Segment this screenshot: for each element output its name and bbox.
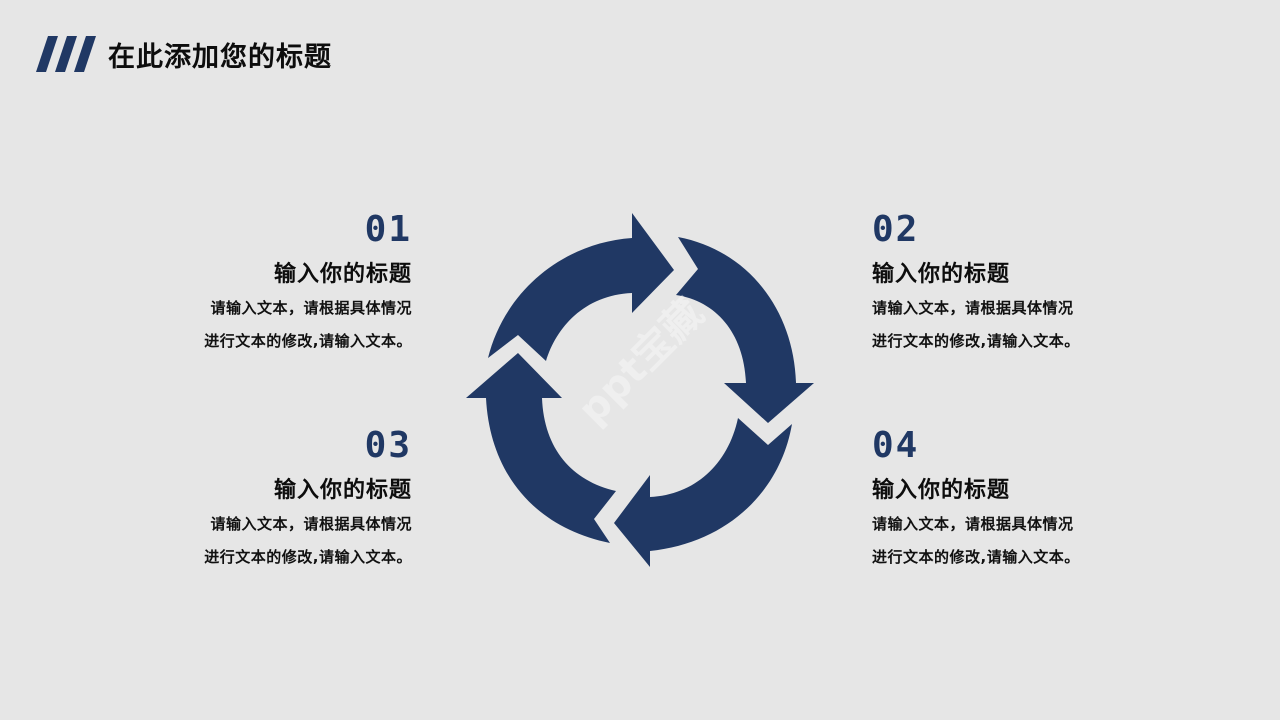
description-line: 进行文本的修改,请输入文本。 xyxy=(204,548,412,566)
step-description: 请输入文本，请根据具体情况 进行文本的修改,请输入文本。 xyxy=(142,508,412,574)
description-line: 进行文本的修改,请输入文本。 xyxy=(204,332,412,350)
description-line: 进行文本的修改,请输入文本。 xyxy=(872,548,1080,566)
description-line: 请输入文本，请根据具体情况 xyxy=(210,299,412,317)
step-03-block: 03 输入你的标题 请输入文本，请根据具体情况 进行文本的修改,请输入文本。 xyxy=(142,426,412,574)
step-number: 04 xyxy=(872,425,920,466)
step-number: 03 xyxy=(364,425,412,466)
step-title: 输入你的标题 xyxy=(273,478,412,503)
slide-header: 在此添加您的标题 xyxy=(36,34,332,74)
step-description: 请输入文本，请根据具体情况 进行文本的修改,请输入文本。 xyxy=(872,508,1142,574)
description-line: 进行文本的修改,请输入文本。 xyxy=(872,332,1080,350)
step-02-block: 02 输入你的标题 请输入文本，请根据具体情况 进行文本的修改,请输入文本。 xyxy=(872,210,1142,358)
slash-stripes-icon xyxy=(36,36,96,72)
step-01-block: 01 输入你的标题 请输入文本，请根据具体情况 进行文本的修改,请输入文本。 xyxy=(142,210,412,358)
cycle-arrow-icon xyxy=(466,353,616,543)
description-line: 请输入文本，请根据具体情况 xyxy=(210,515,412,533)
step-title: 输入你的标题 xyxy=(872,262,1011,287)
step-04-block: 04 输入你的标题 请输入文本，请根据具体情况 进行文本的修改,请输入文本。 xyxy=(872,426,1142,574)
step-title: 输入你的标题 xyxy=(872,478,1011,503)
description-line: 请输入文本，请根据具体情况 xyxy=(872,299,1074,317)
cycle-arrow-icon xyxy=(676,237,814,423)
step-title: 输入你的标题 xyxy=(273,262,412,287)
step-number: 02 xyxy=(872,209,920,250)
page-title: 在此添加您的标题 xyxy=(108,41,332,73)
step-description: 请输入文本，请根据具体情况 进行文本的修改,请输入文本。 xyxy=(142,292,412,358)
step-number: 01 xyxy=(364,209,412,250)
step-description: 请输入文本，请根据具体情况 进行文本的修改,请输入文本。 xyxy=(872,292,1142,358)
description-line: 请输入文本，请根据具体情况 xyxy=(872,515,1074,533)
cycle-arrows-diagram xyxy=(466,213,814,567)
cycle-arrow-icon xyxy=(488,213,674,361)
cycle-arrow-icon xyxy=(614,418,792,567)
